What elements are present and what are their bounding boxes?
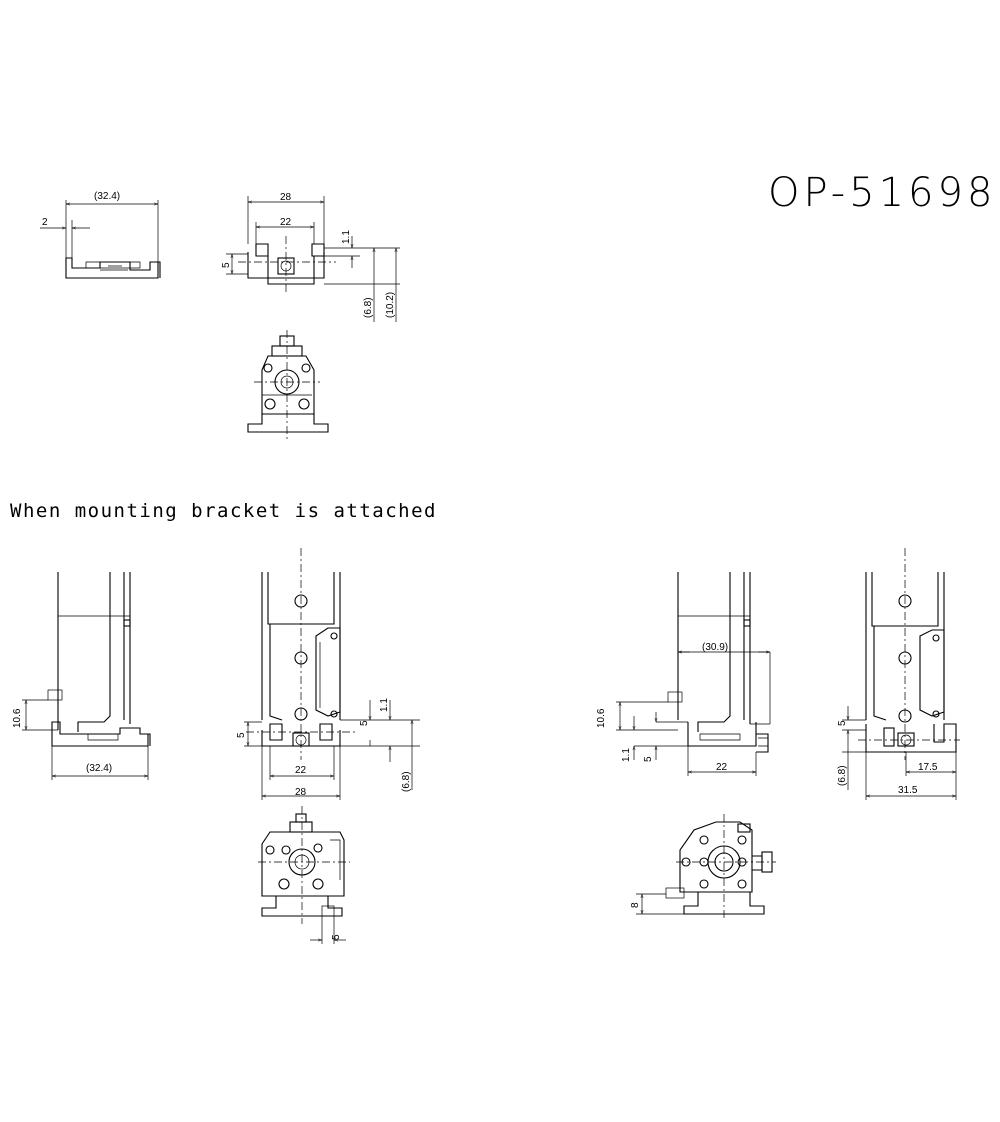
dim-top-left-offset: 2 xyxy=(42,217,48,228)
dim-mb4-w315: 31.5 xyxy=(898,785,918,796)
bracket-side-view xyxy=(22,572,151,780)
dim-top-front-h68: (6.8) xyxy=(363,297,374,318)
dim-top-front-t11: 1.1 xyxy=(341,230,352,244)
dim-mb2-outer: 28 xyxy=(295,787,307,798)
mounting-note: When mounting bracket is attached xyxy=(10,500,437,522)
dim-mb4-h68: (6.8) xyxy=(837,765,848,786)
dim-mb3-h11: 1.1 xyxy=(621,748,632,762)
dim-mb2-inner: 22 xyxy=(295,765,307,776)
dim-top-front-h102: (10.2) xyxy=(385,292,396,318)
dim-mb2-r11: 1.1 xyxy=(379,698,390,712)
dim-mb3-h5: 5 xyxy=(643,756,654,762)
top-front-view xyxy=(226,196,400,322)
dim-top-front-outer: 28 xyxy=(280,192,292,203)
dim-mb3-w22: 22 xyxy=(716,762,728,773)
alt-bracket-side-view xyxy=(616,572,771,776)
dim-mb1-h106: 10.6 xyxy=(12,708,23,728)
dim-mb1-width: (32.4) xyxy=(86,763,112,774)
dim-mb3-h106: 10.6 xyxy=(596,708,607,728)
dim-mb2-r5: 5 xyxy=(359,720,370,726)
alt-bracket-rear-view xyxy=(636,814,776,920)
dim-mb4-w175: 17.5 xyxy=(918,762,938,773)
top-rear-view xyxy=(247,330,329,440)
dim-mb2-h68: (6.8) xyxy=(401,771,412,792)
bracket-rear-view xyxy=(258,806,350,944)
dim-mb3-top: (30.9) xyxy=(702,642,728,653)
dim-mb2-h5: 5 xyxy=(236,732,247,738)
dim-mb2-bottom5: 5 xyxy=(331,934,342,940)
dim-mb4-h5: 5 xyxy=(837,720,848,726)
top-side-view xyxy=(40,200,161,279)
alt-bracket-front-view xyxy=(842,548,960,800)
dim-top-left-width: (32.4) xyxy=(94,191,120,202)
dim-top-front-h5: 5 xyxy=(221,262,232,268)
dim-top-front-inner: 22 xyxy=(280,217,292,228)
part-number: OP-51698 xyxy=(768,170,996,216)
bracket-front-view xyxy=(244,548,420,800)
dim-mb3-bottom8: 8 xyxy=(630,902,641,908)
